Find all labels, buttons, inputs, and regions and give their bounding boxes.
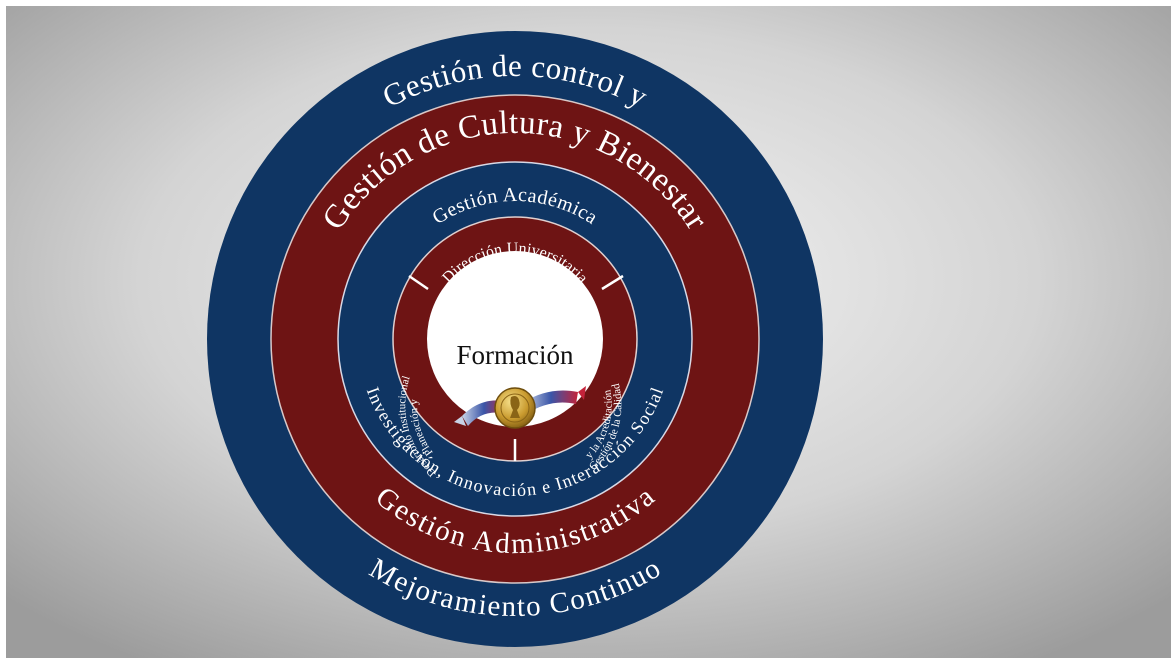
- diagram-canvas: Gestión de control y Mejoramiento Contin…: [6, 6, 1171, 658]
- center-label: Formación: [457, 340, 574, 370]
- divider-right: [601, 274, 624, 291]
- diagram-frame: Gestión de control y Mejoramiento Contin…: [6, 6, 1171, 658]
- center-disc: [427, 251, 603, 427]
- divider-left: [408, 274, 429, 291]
- university-seal-icon: [454, 386, 586, 429]
